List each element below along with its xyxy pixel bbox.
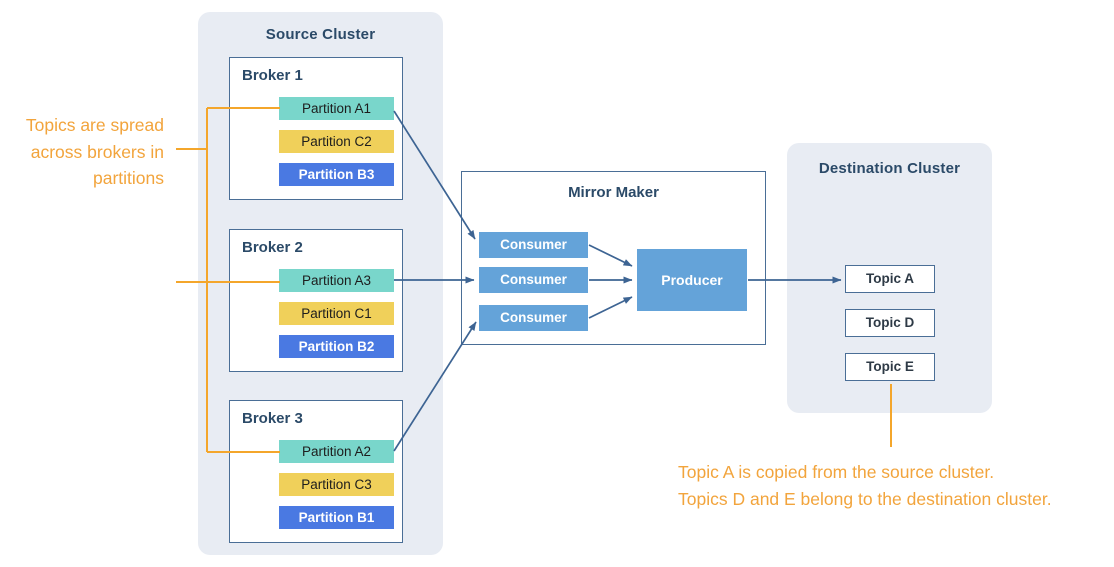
partition-c3: Partition C3 <box>279 473 394 496</box>
annotation-line: across brokers in <box>30 141 164 162</box>
broker-3-box: Broker 3 Partition A2 Partition C3 Parti… <box>229 400 403 543</box>
partition-c1: Partition C1 <box>279 302 394 325</box>
topic-d-box: Topic D <box>845 309 935 337</box>
partition-a1: Partition A1 <box>279 97 394 120</box>
annotation-topic-copy: Topic A is copied from the source cluste… <box>678 459 1114 512</box>
broker-2-box: Broker 2 Partition A3 Partition C1 Parti… <box>229 229 403 372</box>
destination-cluster-container: Destination Cluster Topic A Topic D Topi… <box>787 143 992 413</box>
annotation-line: Topics are spread <box>25 115 164 135</box>
consumer-node-1: Consumer <box>479 232 588 258</box>
partition-b3: Partition B3 <box>279 163 394 186</box>
partition-a3: Partition A3 <box>279 269 394 292</box>
broker-3-label: Broker 3 <box>242 410 303 427</box>
consumer-node-3: Consumer <box>479 305 588 331</box>
annotation-topics-spread: Topics are spread across brokers in part… <box>0 112 164 192</box>
producer-node: Producer <box>637 249 747 311</box>
partition-a2: Partition A2 <box>279 440 394 463</box>
topic-a-box: Topic A <box>845 265 935 293</box>
annotation-line: Topics D and E belong to the destination… <box>678 488 1052 509</box>
broker-1-box: Broker 1 Partition A1 Partition C2 Parti… <box>229 57 403 200</box>
broker-2-label: Broker 2 <box>242 239 303 256</box>
annotation-line: Topic A is copied from the source cluste… <box>678 462 995 482</box>
source-cluster-container: Source Cluster Broker 1 Partition A1 Par… <box>198 12 443 555</box>
partition-b2: Partition B2 <box>279 335 394 358</box>
mirror-maker-title: Mirror Maker <box>568 184 659 201</box>
broker-1-label: Broker 1 <box>242 67 303 84</box>
destination-cluster-title: Destination Cluster <box>818 160 961 177</box>
annotation-line: partitions <box>92 168 164 188</box>
mirror-maker-box: Mirror Maker Consumer Consumer Consumer … <box>461 171 766 345</box>
source-cluster-title: Source Cluster <box>265 26 376 43</box>
topic-e-box: Topic E <box>845 353 935 381</box>
partition-b1: Partition B1 <box>279 506 394 529</box>
consumer-node-2: Consumer <box>479 267 588 293</box>
partition-c2: Partition C2 <box>279 130 394 153</box>
